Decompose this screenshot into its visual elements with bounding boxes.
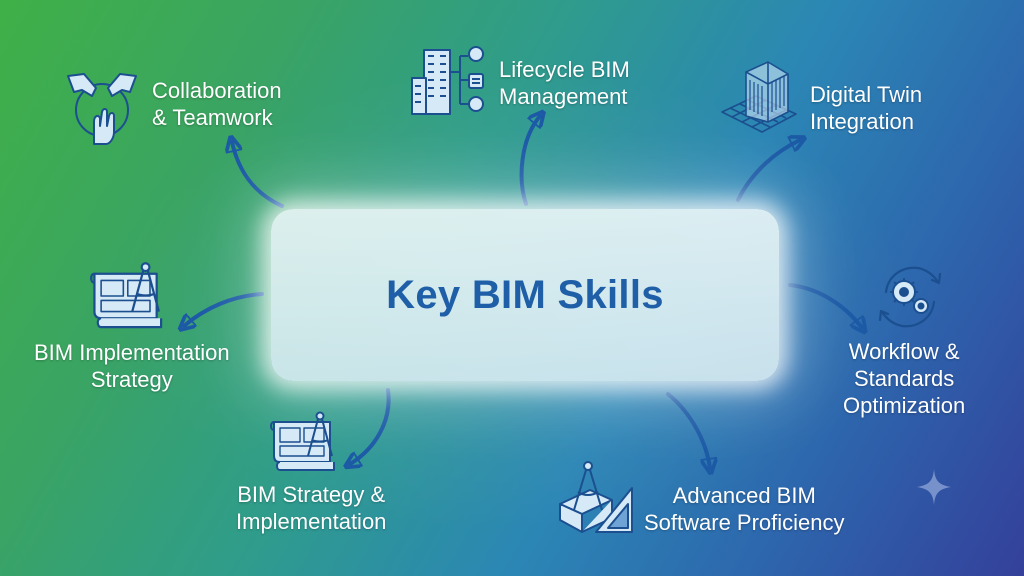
node-strategy: BIM Strategy & Implementation	[236, 481, 386, 535]
compass-triangle-icon	[559, 461, 633, 533]
node-label-line: Lifecycle BIM	[499, 57, 630, 82]
hub-title: Key BIM Skills	[386, 272, 664, 317]
arrow-to-collaboration	[232, 142, 284, 208]
node-software: Advanced BIM Software Proficiency	[644, 482, 845, 536]
arrow-to-digital-twin	[736, 140, 800, 202]
node-implementation: BIM Implementation Strategy	[34, 339, 230, 393]
node-label-line: BIM Strategy &	[237, 482, 386, 507]
node-label-line: & Teamwork	[152, 105, 273, 130]
arrow-to-implementation	[184, 292, 264, 326]
node-digital-twin: Digital Twin Integration	[810, 81, 922, 135]
blueprint-compass-icon	[270, 411, 335, 471]
node-label-line: Collaboration	[152, 78, 282, 103]
node-label-line: Optimization	[843, 393, 966, 418]
building-lifecycle-icon	[411, 46, 484, 115]
node-label-line: Standards	[853, 366, 955, 391]
node-label-line: Strategy	[90, 367, 173, 392]
digital-twin-building-icon	[721, 61, 797, 133]
node-label-line: Implementation	[236, 509, 387, 534]
node-label-line: BIM Implementation	[34, 340, 230, 365]
node-label-line: Digital Twin	[810, 82, 923, 107]
sparkle-icon	[917, 469, 951, 505]
gears-cycle-icon	[878, 266, 942, 328]
node-label-line: Software Proficiency	[644, 510, 845, 535]
arrow-to-strategy	[350, 388, 391, 464]
node-lifecycle: Lifecycle BIM Management	[499, 56, 630, 110]
blueprint-compass-icon	[90, 262, 163, 329]
node-label-line: Integration	[810, 109, 914, 134]
arrow-to-software	[666, 392, 710, 468]
collaboration-hands-icon	[67, 73, 137, 145]
node-label-line: Advanced BIM	[672, 483, 816, 508]
node-workflow: Workflow & Standards Optimization	[843, 338, 965, 419]
node-label-line: Management	[499, 84, 628, 109]
node-label-line: Workflow &	[848, 339, 960, 364]
central-hub: Key BIM Skills	[271, 209, 779, 381]
node-collaboration: Collaboration & Teamwork	[152, 77, 282, 131]
arrow-to-lifecycle	[519, 116, 540, 206]
arrow-to-workflow	[788, 283, 862, 328]
